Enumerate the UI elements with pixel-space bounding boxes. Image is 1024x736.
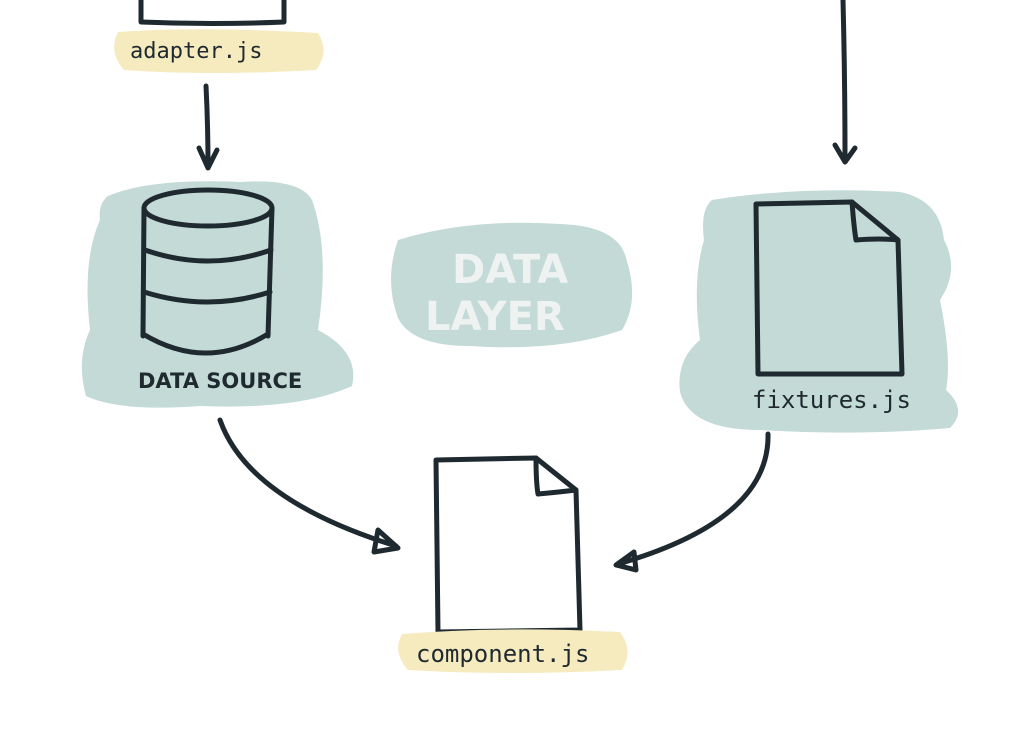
data-source-node: DATA SOURCE: [81, 181, 354, 408]
adapter-label-highlight: [114, 29, 324, 73]
arrow-adapter-to-datasource: [196, 83, 220, 171]
data-source-highlight: [81, 181, 354, 408]
arrow-fixtures-to-component: [613, 431, 771, 573]
data-layer-highlight: [391, 222, 633, 348]
adapter-file-icon: [138, 0, 287, 26]
arrow-datasource-to-component: [217, 417, 401, 555]
data-source-label: DATA SOURCE: [138, 369, 302, 393]
component-label-highlight: [398, 629, 628, 673]
data-layer-line1: DATA: [452, 247, 568, 293]
fixtures-file-icon: [753, 199, 905, 377]
arrow-into-fixtures: [832, 0, 858, 165]
component-node: component.js: [398, 455, 628, 673]
fixtures-label: fixtures.js: [752, 386, 911, 414]
data-layer-label-group: DATA LAYER: [391, 222, 633, 348]
adapter-file-node: adapter.js: [114, 0, 324, 73]
component-file-icon: [433, 455, 583, 635]
data-layer-line2: LAYER: [425, 294, 565, 340]
fixtures-node: fixtures.js: [679, 190, 959, 433]
adapter-label: adapter.js: [130, 39, 262, 64]
component-label: component.js: [416, 640, 589, 668]
database-icon: [140, 187, 275, 356]
